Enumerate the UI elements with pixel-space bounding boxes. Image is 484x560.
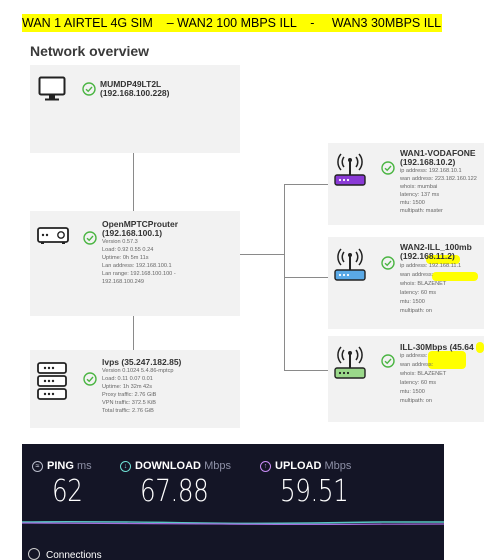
upload-icon: ↑ xyxy=(260,461,271,472)
wan1-detail: mtu: 1500 xyxy=(400,200,425,206)
server-detail: Load: 0.11 0.07 0.01 xyxy=(102,376,153,382)
status-ok-icon xyxy=(381,256,395,270)
page-title: Network overview xyxy=(30,43,150,59)
connector-line xyxy=(284,370,328,371)
connector-line xyxy=(284,184,328,185)
wan2-detail: latency: 60 ms xyxy=(400,290,437,296)
router-detail: Load: 0.92 0.55 0.24 xyxy=(102,247,154,253)
router-name: OpenMPTCProuter xyxy=(102,219,179,229)
router-detail: Lan address: 192.168.100.1 xyxy=(102,263,172,269)
status-ok-icon xyxy=(381,161,395,175)
wan2-ip: (192.168.11.2) xyxy=(400,251,455,261)
client-name: MUMDP49LT2L xyxy=(100,79,162,89)
wan1-detail: wan address: 223.182.160.122 xyxy=(400,176,477,182)
wan1-card[interactable]: WAN1-VODAFONE (192.168.10.2) ip address:… xyxy=(328,143,484,225)
wan3-name: ILL-30Mbps (45.64 xyxy=(400,342,474,352)
wan1-detail: whois: mumbai xyxy=(400,184,438,190)
router-detail: Lan range: 192.168.100.100 - xyxy=(102,271,176,277)
upload-value: 59.51 xyxy=(280,474,349,509)
speedtest-panel: ≈PING ms ↓DOWNLOAD Mbps ↑UPLOAD Mbps 62 … xyxy=(22,444,444,560)
ping-icon: ≈ xyxy=(32,461,43,472)
wan2-detail: multipath: on xyxy=(400,308,433,314)
download-icon: ↓ xyxy=(120,461,131,472)
connections-label: Connections xyxy=(46,550,102,560)
wan3-detail: multipath: on xyxy=(400,398,433,404)
wan1-color-block xyxy=(334,174,366,186)
server-icon xyxy=(37,362,67,400)
wan1-detail: multipath: master xyxy=(400,208,443,214)
wan3-color-block xyxy=(334,367,366,379)
download-value: 67.88 xyxy=(140,474,209,509)
wan2-card[interactable]: WAN2-ILL_100mb (192.168.11.2) ip address… xyxy=(328,237,484,329)
wan2-detail: wan address: xyxy=(400,272,434,278)
server-name: lvps (35.247.182.85) xyxy=(102,357,182,367)
server-detail: Proxy traffic: 2.76 GiB xyxy=(102,392,157,398)
ping-header: ≈ PING ms xyxy=(32,460,92,472)
connector-line xyxy=(240,254,284,255)
upload-label: UPLOAD xyxy=(275,460,322,472)
router-detail: Version 0.57.3 xyxy=(102,239,138,245)
wan3-detail: latency: 60 ms xyxy=(400,380,437,386)
wan3-detail: mtu: 1500 xyxy=(400,389,425,395)
wan3-card[interactable]: ILL-30Mbps (45.64 ip address: wan addres… xyxy=(328,336,484,422)
status-ok-icon xyxy=(82,82,96,96)
wifi-router-icon xyxy=(334,153,366,186)
server-detail: Version 0.1024 5.4.86-mptcp xyxy=(102,368,174,374)
upload-header: ↑ UPLOAD Mbps xyxy=(260,460,351,472)
client-card[interactable]: MUMDP49LT2L (192.168.100.228) xyxy=(30,65,240,153)
server-detail: Total traffic: 2.76 GiB xyxy=(102,408,154,414)
connector-line xyxy=(133,153,134,211)
status-ok-icon xyxy=(83,231,97,245)
download-label: DOWNLOAD xyxy=(135,460,201,472)
wan2-detail: mtu: 1500 xyxy=(400,299,425,305)
wan3-detail: wan address: xyxy=(400,362,434,368)
wan-summary-banner: WAN 1 AIRTEL 4G SIM – WAN2 100 MBPS ILL … xyxy=(22,14,442,32)
wan2-name: WAN2-ILL_100mb xyxy=(400,242,472,252)
download-unit: Mbps xyxy=(204,460,231,472)
monitor-icon xyxy=(38,76,66,101)
wifi-router-icon xyxy=(334,248,366,281)
upload-unit: Mbps xyxy=(324,460,352,472)
server-detail: VPN traffic: 372.5 KiB xyxy=(102,400,156,406)
connector-line xyxy=(133,316,134,350)
ping-unit: ms xyxy=(76,460,92,472)
router-detail: Uptime: 0h 5m 11s xyxy=(102,255,149,261)
wan3-detail: ip address: xyxy=(400,353,428,359)
connector-line xyxy=(284,277,328,278)
connections-icon xyxy=(28,548,40,560)
server-detail: Uptime: 1h 32m 42s xyxy=(102,384,153,390)
status-ok-icon xyxy=(83,372,97,386)
server-card[interactable]: lvps (35.247.182.85) Version 0.1024 5.4.… xyxy=(30,350,240,428)
wifi-router-icon xyxy=(334,346,366,379)
redaction-highlight xyxy=(428,351,466,369)
redaction-highlight xyxy=(426,255,460,264)
wan1-ip: (192.168.10.2) xyxy=(400,157,456,167)
ping-value: 62 xyxy=(52,474,83,509)
download-header: ↓ DOWNLOAD Mbps xyxy=(120,460,231,472)
client-ip: (192.168.100.228) xyxy=(100,88,170,98)
redaction-highlight xyxy=(432,272,478,281)
wan2-detail: ip address: 192.168.11.1 xyxy=(400,263,462,269)
throughput-graph xyxy=(22,520,444,526)
wan1-name: WAN1-VODAFONE xyxy=(400,148,476,158)
router-detail: 192.168.100.249 xyxy=(102,279,144,285)
wan1-detail: latency: 137 ms xyxy=(400,192,440,198)
connections-row[interactable]: Connections xyxy=(28,548,102,560)
status-ok-icon xyxy=(381,354,395,368)
wan2-color-block xyxy=(334,269,366,281)
wan2-detail: whois: BLAZENET xyxy=(400,281,447,287)
router-icon xyxy=(37,227,69,244)
wan1-detail: ip address: 192.168.10.1 xyxy=(400,168,462,174)
ping-label: PING xyxy=(47,460,74,472)
redaction-highlight xyxy=(476,342,484,353)
wan3-detail: whois: BLAZENET xyxy=(400,371,447,377)
router-card[interactable]: OpenMPTCProuter (192.168.100.1) Version … xyxy=(30,211,240,316)
router-ip: (192.168.100.1) xyxy=(102,228,163,238)
